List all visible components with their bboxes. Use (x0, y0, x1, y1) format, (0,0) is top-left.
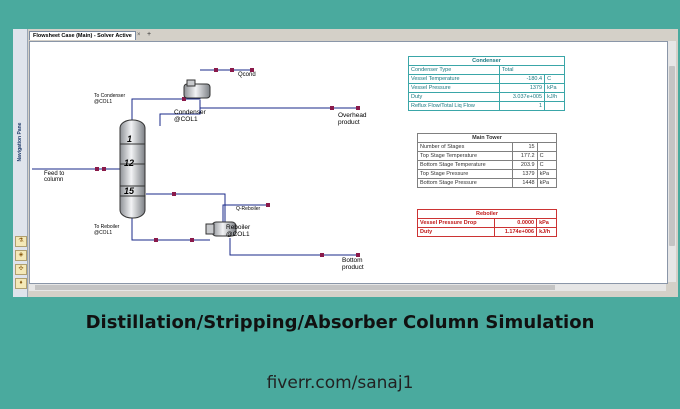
table-cell-unit: kJ/h (536, 227, 557, 237)
table-cell-label: Reflux Flow/Total Liq Flow (408, 101, 500, 111)
condenser-table-title: Condenser (408, 56, 565, 66)
to-reboiler-stream (131, 214, 210, 241)
paint-icon[interactable]: ♦ (15, 278, 27, 289)
table-cell-value: 0.0000 (493, 218, 538, 228)
table-cell-unit (536, 142, 558, 152)
table-cell-unit: C (536, 160, 558, 170)
simulator-window: Navigation Pane ⚗ ◈ ✣ ♦ Flowsheet Case (… (13, 29, 678, 297)
flowsheet-diagram (32, 68, 360, 257)
table-cell-value: 177.2 (511, 151, 538, 161)
table-cell-value: 1379 (498, 83, 546, 93)
tab-label: Flowsheet Case (Main) - Solver Active (33, 33, 132, 39)
footer-link: fiverr.com/sanaj1 (266, 373, 414, 393)
flowsheet-canvas[interactable]: 1 12 15 Feed to column To Condenser @COL… (29, 41, 668, 284)
table-cell-label: Vessel Temperature (408, 74, 500, 84)
vertical-scroll-thumb[interactable] (669, 66, 675, 246)
molecule-icon[interactable]: ✣ (15, 264, 27, 275)
table-cell-label: Vessel Pressure (408, 83, 500, 93)
feed-label: Feed to column (44, 171, 65, 183)
navigation-pane-label: Navigation Pane (17, 122, 23, 162)
table-cell-unit: kPa (536, 169, 558, 179)
condenser-table: Condenser Condenser Type Total Vessel Te… (408, 56, 566, 111)
vertical-scrollbar[interactable] (668, 41, 676, 282)
stage-bottom-label: 15 (124, 186, 135, 196)
navigation-pane[interactable]: Navigation Pane ⚗ ◈ ✣ ♦ (13, 29, 28, 297)
stage-feed-label: 12 (124, 158, 135, 168)
bottom-product-label: Bottom product (342, 257, 364, 271)
add-tab-icon[interactable]: + (147, 31, 152, 38)
table-cell-label: Number of Stages (417, 142, 513, 152)
condenser-type-value: Total (498, 65, 566, 75)
table-cell-unit: kPa (536, 178, 558, 188)
horizontal-scroll-thumb[interactable] (35, 285, 555, 290)
table-cell-unit: C (536, 151, 558, 161)
table-cell-unit: C (544, 74, 565, 84)
horizontal-scrollbar[interactable] (29, 284, 666, 291)
table-cell-label: Duty (417, 227, 495, 237)
stage-top-label: 1 (127, 134, 133, 144)
overhead-stream (199, 100, 360, 109)
overhead-product-label: Overhead product (338, 112, 367, 126)
table-cell-label: Top Stage Pressure (417, 169, 513, 179)
node-icon[interactable]: ◈ (15, 250, 27, 261)
table-cell-value: -180.4 (498, 74, 546, 84)
table-cell-unit: kPa (536, 218, 557, 228)
qcond-label: Qcond (238, 72, 256, 78)
reboiler-label: Reboiler @COL1 (226, 224, 251, 238)
table-cell-unit (544, 101, 565, 111)
table-cell-label: Bottom Stage Pressure (417, 178, 513, 188)
tower-table-title: Main Tower (417, 133, 557, 143)
tab-flowsheet-main[interactable]: Flowsheet Case (Main) - Solver Active (29, 31, 136, 40)
table-cell-label: Vessel Pressure Drop (417, 218, 495, 228)
to-reboiler-label: To Reboiler @COL1 (94, 224, 120, 236)
boilup-stream (146, 193, 226, 227)
table-cell-unit: kJ/h (544, 92, 565, 102)
table-cell-label: Top Stage Temperature (417, 151, 513, 161)
table-cell-label: Duty (408, 92, 500, 102)
qreboiler-stream (222, 204, 266, 222)
headline: Distillation/Stripping/Absorber Column S… (85, 312, 595, 333)
qreboiler-label: Q-Reboiler (236, 206, 261, 212)
table-cell-value: 1 (498, 101, 546, 111)
tab-close-icon[interactable]: × (137, 32, 141, 38)
to-condenser-label: To Condenser @COL1 (94, 93, 126, 105)
table-cell-value: 15 (511, 142, 538, 152)
flask-icon[interactable]: ⚗ (15, 236, 27, 247)
distillation-column (119, 119, 146, 219)
condenser-drum (183, 83, 211, 99)
table-cell-value: 3.037e+005 (498, 92, 546, 102)
table-cell-value: 1379 (511, 169, 538, 179)
condenser-type-label: Condenser Type (408, 65, 500, 75)
tab-bar: Flowsheet Case (Main) - Solver Active × … (29, 31, 675, 40)
table-cell-value: 1.174e+006 (493, 227, 538, 237)
table-cell-value: 203.9 (511, 160, 538, 170)
bottom-stream (229, 238, 360, 256)
condenser-label: Condenser @COL1 (174, 109, 206, 123)
table-cell-label: Bottom Stage Temperature (417, 160, 513, 170)
table-cell-value: 1448 (511, 178, 538, 188)
reboiler-table-title: Reboiler (417, 209, 557, 219)
table-cell-unit: kPa (544, 83, 565, 93)
